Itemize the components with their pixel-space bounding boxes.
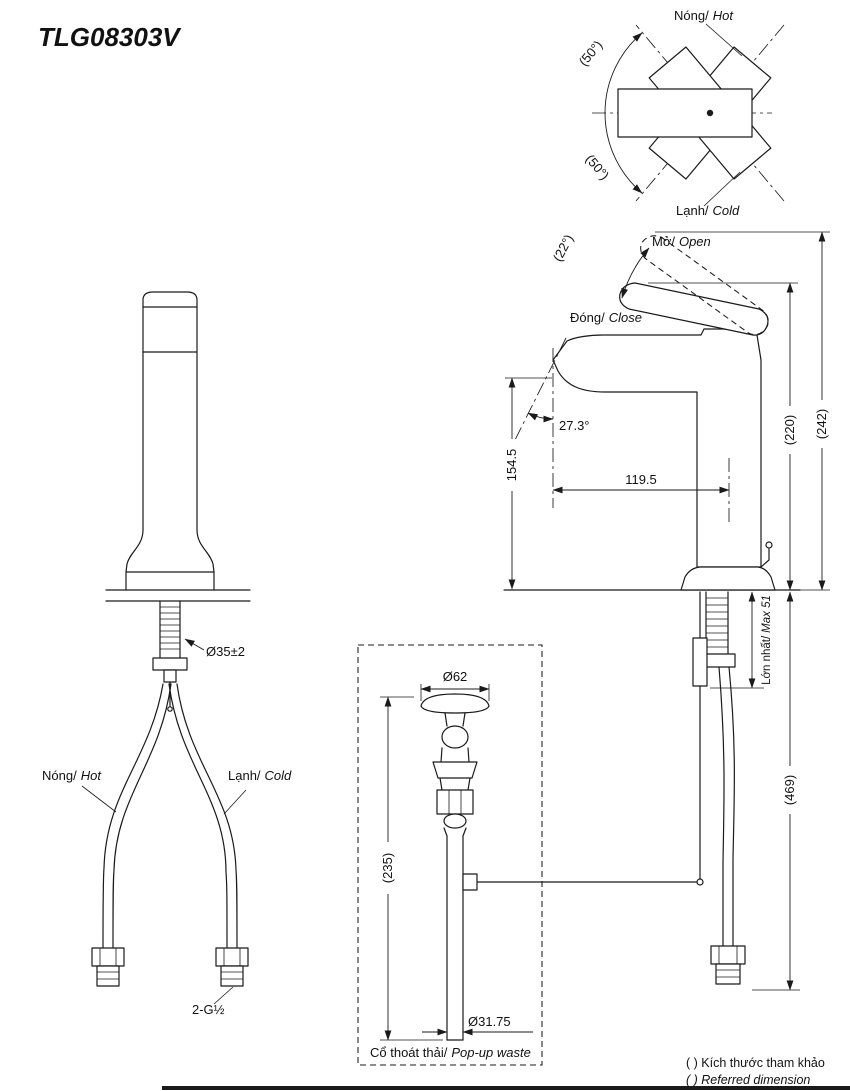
dim-spout-height: 154.5 [503, 439, 520, 491]
faucet-body-side [552, 328, 762, 568]
open-label: Mở/Open [652, 234, 711, 249]
hot-hose [91, 683, 172, 987]
svg-text:(235): (235) [380, 853, 395, 883]
faucet-base-side [680, 566, 776, 591]
rotation-arc [604, 32, 643, 194]
dim-below-counter: (469) [781, 766, 798, 814]
popup-neck2-right [467, 777, 471, 791]
angle-lower-label: (50°) [583, 151, 613, 182]
hot-connector-body [96, 965, 120, 987]
cold-hose [168, 683, 249, 987]
legend-line-en: ( ) Referred dimension [686, 1073, 810, 1087]
popup-ball [441, 725, 469, 749]
hose-connector-hex [710, 945, 746, 965]
supply-hose-right [710, 666, 746, 985]
svg-text:Lớn nhất/Max 51: Lớn nhất/Max 51 [761, 595, 773, 685]
dim-bg [781, 406, 798, 454]
rod-joint [696, 878, 704, 886]
spout-angle-label: 27.3° [559, 418, 590, 433]
front-view-drawing: Ø35±2 Nóng/Hot Lạnh/Cold 2-G½ [42, 291, 292, 1017]
hot-label: Nóng/Hot [674, 8, 734, 23]
cold-leader-line [703, 171, 741, 207]
dim-spout-reach: 119.5 [625, 472, 657, 487]
hose-connector-body [715, 963, 741, 985]
cold-connector-hex [215, 947, 249, 967]
dim-bg [781, 766, 798, 814]
spout-axis-centerline [507, 337, 567, 455]
base-flare-left [125, 529, 144, 591]
close-label: Đóng/Close [570, 310, 642, 325]
page-title: TLG08303V [38, 22, 182, 52]
svg-text:154.5: 154.5 [504, 449, 519, 482]
thread-leader [213, 986, 234, 1005]
hot-connector-hex [91, 947, 125, 967]
popup-rod-tip [167, 706, 173, 712]
popup-caption: Cổ thoát thải/Pop-up waste [370, 1045, 531, 1060]
hot-label-front: Nóng/Hot [42, 768, 102, 783]
open-angle-label: (22°) [550, 232, 577, 264]
faucet-body-front [142, 291, 198, 530]
dim-bg [379, 842, 396, 894]
dim-body-height: (220) [781, 406, 798, 454]
dim-total-height: (242) [813, 400, 830, 448]
body-top-rect [617, 88, 753, 138]
lift-rod-knob [760, 548, 770, 568]
popup-joint [443, 813, 467, 829]
dim-max-counter: Lớn nhất/Max 51 [761, 595, 773, 685]
dim-pipe-label: Ø31.75 [468, 1014, 511, 1029]
svg-text:(242): (242) [814, 409, 829, 439]
lift-rod-knob-tip [765, 541, 773, 549]
handle-open-dashed [640, 235, 769, 336]
svg-text:(220): (220) [782, 415, 797, 445]
base-flare-right [196, 529, 215, 591]
hole-dim-leader [184, 638, 205, 651]
popup-dashed-frame [357, 644, 543, 1066]
popup-mid-left [440, 747, 443, 763]
popup-hex-nut [436, 789, 474, 815]
side-view-drawing: (22°) Mở/Open Đóng/Close 27.3° 154.5 119… [503, 231, 830, 991]
lock-nut-front [152, 657, 188, 671]
centerline-50-up [635, 24, 785, 202]
spout-angle-arc [527, 412, 554, 423]
shank-right [698, 591, 736, 668]
dim-bg [503, 439, 520, 491]
cold-connector-body [220, 965, 244, 987]
popup-waste-drawing: Ø62 (235) Ø31.75 Cổ thoát thải/Pop-up wa… [357, 644, 704, 1066]
angle-upper-label: (50°) [576, 37, 606, 68]
lift-rod-guide [692, 637, 708, 687]
dim-popup-height: (235) [379, 842, 396, 894]
dim-cap-label: Ø62 [443, 669, 468, 684]
rod-fitting [462, 873, 478, 891]
handle-angle-arc [621, 247, 650, 299]
legend: ( ) Kích thước tham khảo ( ) Referred di… [686, 1056, 825, 1087]
centerline-50-down [635, 24, 785, 202]
shank-tail [163, 669, 177, 683]
hot-leader-line [705, 23, 743, 57]
cold-label: Lạnh/Cold [676, 203, 740, 218]
pivot-dot [706, 109, 714, 117]
popup-taper-right [462, 827, 467, 837]
thread-label: 2-G½ [192, 1002, 225, 1017]
popup-flange [432, 761, 478, 779]
top-view-diagram: (50°) (50°) Nóng/Hot Lạnh/Cold [576, 8, 785, 218]
popup-mid-right [467, 747, 470, 763]
legend-line-vi: ( ) Kích thước tham khảo [686, 1056, 825, 1070]
page-bottom-rule [162, 1086, 850, 1090]
popup-neck-left [444, 712, 448, 727]
popup-cap [420, 693, 490, 714]
svg-text:(469): (469) [782, 775, 797, 805]
hole-dim-label: Ø35±2 [206, 644, 245, 659]
popup-neck2-left [439, 777, 443, 791]
popup-taper-left [443, 827, 448, 837]
cold-leader [223, 789, 247, 815]
popup-neck-right [462, 712, 466, 727]
cold-label-front: Lạnh/Cold [228, 768, 292, 783]
dim-bg [813, 400, 830, 448]
shank-front [152, 600, 188, 712]
hot-leader [81, 785, 117, 813]
